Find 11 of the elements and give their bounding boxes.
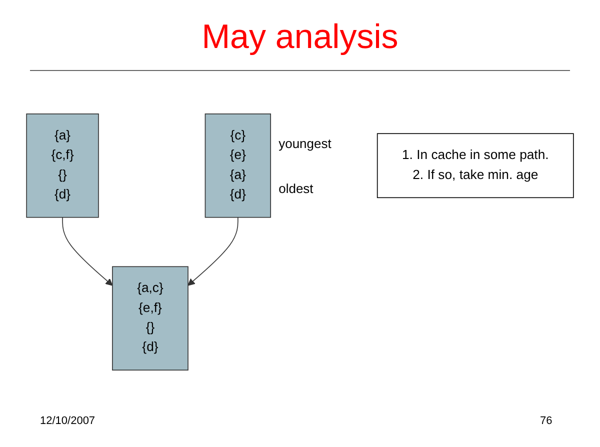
node-box: {a,c} {e,f} {} {d} xyxy=(112,266,188,371)
node-box: {c} {e} {a} {d} xyxy=(204,113,272,218)
slide-title: May analysis xyxy=(200,18,400,57)
page-number: 76 xyxy=(540,415,552,427)
date-label: 12/10/2007 xyxy=(40,415,96,427)
arrow xyxy=(188,216,238,286)
arrow xyxy=(62,216,113,286)
node-box: 1. In cache in some path. 2. If so, take min. age xyxy=(376,133,574,198)
row-caption: youngest xyxy=(278,136,332,151)
row-caption: oldest xyxy=(278,181,314,196)
node-box: {a} {c,f} {} {d} xyxy=(26,113,99,218)
